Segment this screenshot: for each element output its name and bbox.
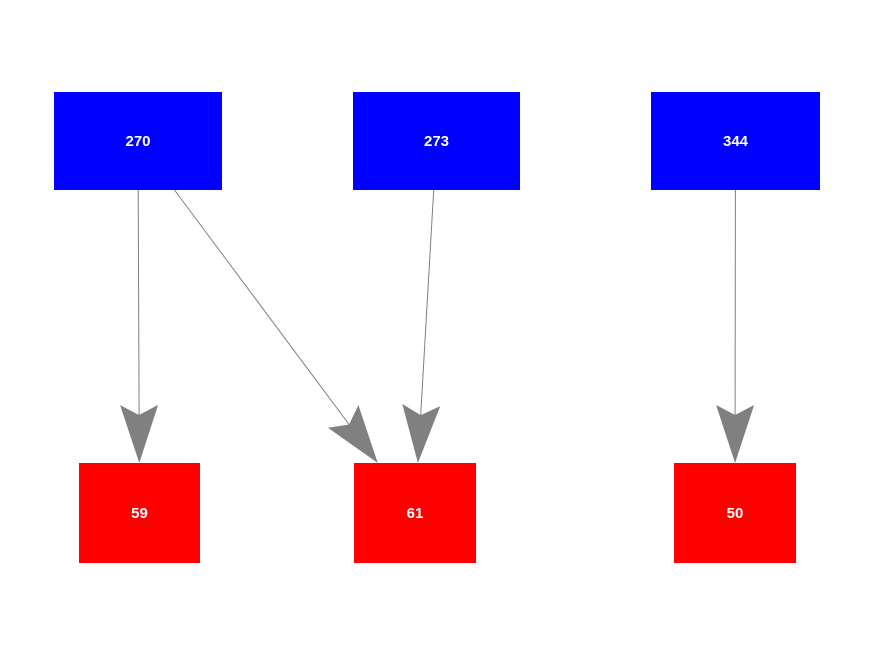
node-344: 344 [651,92,820,190]
edge-arrowhead [327,405,378,463]
node-270: 270 [54,92,222,190]
edge-arrowhead [402,404,441,463]
node-61: 61 [354,463,476,563]
edge-line [174,189,350,425]
node-273: 273 [353,92,520,190]
node-59-label: 59 [131,504,148,522]
edge-arrowhead [716,405,755,463]
edge-line [420,189,435,416]
node-59: 59 [79,463,200,563]
edge-arrowhead [120,404,159,463]
node-270-label: 270 [125,132,151,150]
node-344-label: 344 [722,132,749,150]
edge-line [137,189,140,416]
node-50-label: 50 [726,504,744,522]
node-61-label: 61 [406,504,424,522]
node-273-label: 273 [423,132,450,150]
node-50: 50 [674,463,796,563]
